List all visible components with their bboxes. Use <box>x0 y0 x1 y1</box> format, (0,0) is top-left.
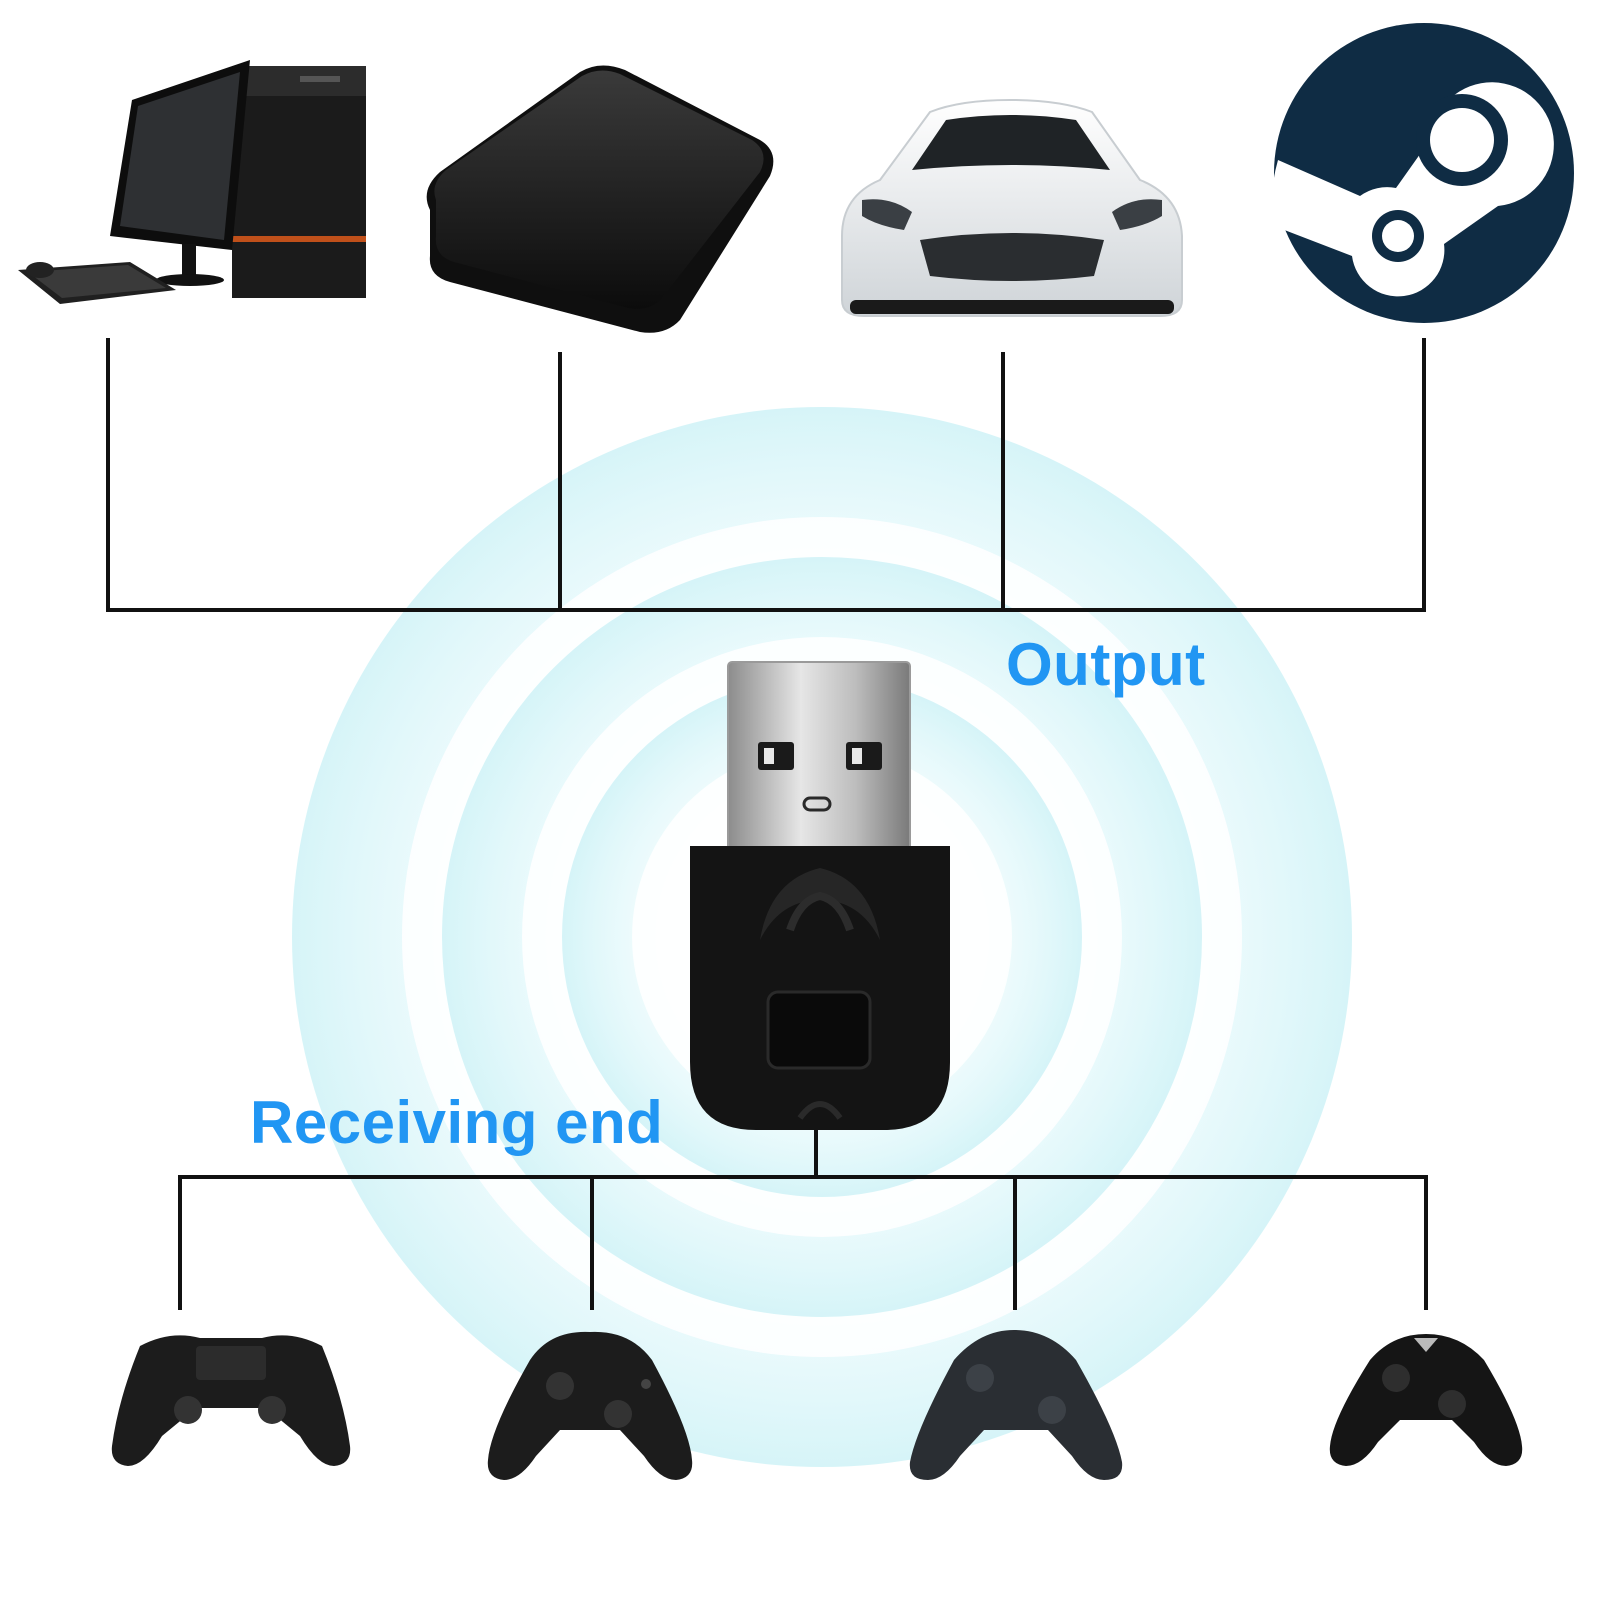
steam-logo-icon <box>1272 23 1574 323</box>
desktop-computer-icon <box>18 60 366 304</box>
usb-adapter-icon <box>690 661 950 1130</box>
tv-box-icon <box>426 65 774 333</box>
xbox-elite-controller-icon <box>1329 1334 1523 1466</box>
receiving-end-label: Receiving end <box>250 1089 664 1156</box>
input-connector-lines <box>178 1128 1428 1310</box>
output-connector-lines <box>106 338 1426 612</box>
xbox-series-controller-icon <box>487 1331 693 1480</box>
car-icon <box>841 98 1183 317</box>
ps4-controller-icon <box>111 1335 351 1466</box>
output-label: Output <box>1006 631 1206 698</box>
switch-pro-controller-icon <box>909 1330 1123 1480</box>
